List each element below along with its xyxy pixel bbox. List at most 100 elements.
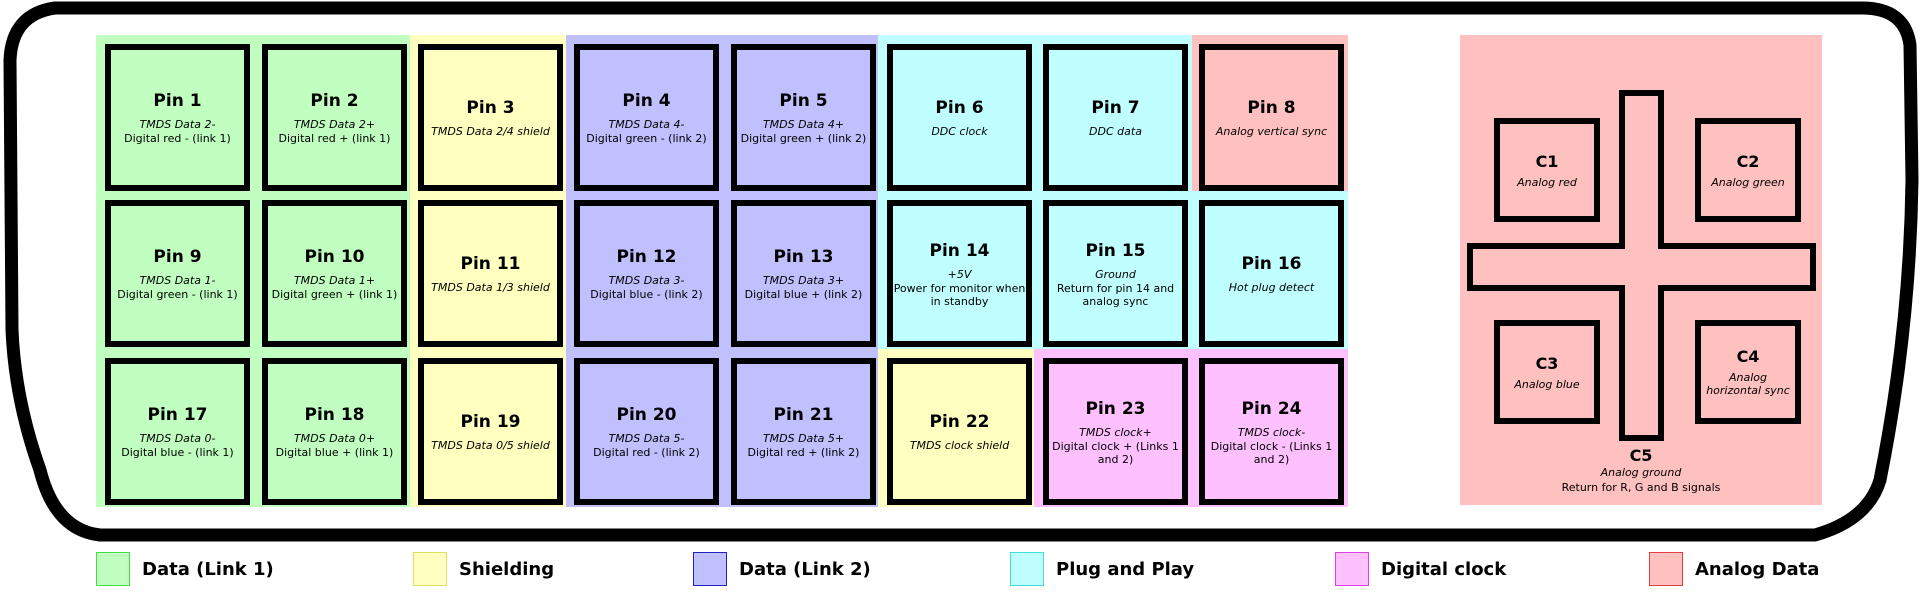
pin-16: Pin 16 Hot plug detect <box>1199 200 1344 347</box>
pin-signal: TMDS Data 5+ <box>762 432 845 445</box>
legend-swatch <box>1649 552 1683 586</box>
pin-signal: +5V <box>947 267 972 281</box>
legend-swatch <box>413 552 447 586</box>
band-shield-col3 <box>410 35 566 507</box>
legend-label: Data (Link 1) <box>142 558 274 580</box>
pin-signal: TMDS Data 1/3 shield <box>431 280 550 294</box>
pin-description: Digital blue - (link 2) <box>590 288 703 301</box>
legend-swatch <box>693 552 727 586</box>
pin-6: Pin 6 DDC clock <box>887 44 1032 191</box>
pin-title: Pin 10 <box>304 247 365 267</box>
legend-shielding: Shielding <box>413 551 554 587</box>
pin-21: Pin 21 TMDS Data 5+ Digital red + (link … <box>731 358 876 505</box>
pin-23: Pin 23 TMDS clock+ Digital clock + (Link… <box>1043 358 1188 505</box>
pin-description: Digital red + (link 1) <box>278 132 391 145</box>
pin-1: Pin 1 TMDS Data 2- Digital red - (link 1… <box>105 44 250 191</box>
pin-3: Pin 3 TMDS Data 2/4 shield <box>418 44 563 191</box>
pin-title: Pin 5 <box>779 91 828 111</box>
pin-description: Digital red - (link 2) <box>593 446 700 459</box>
pin-title: Pin 21 <box>773 405 834 425</box>
contact-c2: C2 Analog green <box>1695 118 1801 222</box>
pin-title: Pin 12 <box>616 247 677 267</box>
legend-analog-data: Analog Data <box>1649 551 1819 587</box>
pin-description: Digital green + (link 1) <box>271 288 398 301</box>
contact-signal: Analog blue <box>1514 377 1580 391</box>
pin-signal: TMDS Data 0/5 shield <box>431 438 550 452</box>
contact-c1: C1 Analog red <box>1494 118 1600 222</box>
contact-c3: C3 Analog blue <box>1494 320 1600 424</box>
pin-description: Digital green - (link 1) <box>117 288 238 301</box>
pin-signal: TMDS Data 2/4 shield <box>431 124 550 138</box>
pin-7: Pin 7 DDC data <box>1043 44 1188 191</box>
pin-9: Pin 9 TMDS Data 1- Digital green - (link… <box>105 200 250 347</box>
band-clock <box>1034 349 1348 507</box>
legend-label: Digital clock <box>1381 558 1507 580</box>
contact-signal: Analog ground <box>1600 466 1682 479</box>
contact-title: C4 <box>1736 347 1760 366</box>
pin-title: Pin 1 <box>153 91 202 111</box>
pin-signal: TMDS Data 2+ <box>293 118 376 131</box>
pin-title: Pin 17 <box>147 405 208 425</box>
pin-signal: TMDS Data 0+ <box>293 432 376 445</box>
pin-signal: TMDS Data 0- <box>139 432 216 445</box>
pin-18: Pin 18 TMDS Data 0+ Digital blue + (link… <box>262 358 407 505</box>
legend-swatch <box>1010 552 1044 586</box>
pin-title: Pin 19 <box>460 411 521 432</box>
pin-title: Pin 13 <box>773 247 834 267</box>
pin-14: Pin 14 +5V Power for monitor when in sta… <box>887 200 1032 347</box>
pin-title: Pin 20 <box>616 405 677 425</box>
pin-signal: TMDS Data 4+ <box>762 118 845 131</box>
pin-signal: Analog vertical sync <box>1215 124 1328 138</box>
pin-19: Pin 19 TMDS Data 0/5 shield <box>418 358 563 505</box>
pin-title: Pin 14 <box>929 240 990 261</box>
contact-description: Return for R, G and B signals <box>1561 481 1721 494</box>
pin-title: Pin 18 <box>304 405 365 425</box>
contact-title: C1 <box>1535 151 1559 171</box>
pin-description: Power for monitor when in standby <box>893 281 1026 308</box>
pin-title: Pin 2 <box>310 91 359 111</box>
pin-description: Digital blue - (link 1) <box>121 446 234 459</box>
pin-signal: TMDS Data 1+ <box>293 274 376 287</box>
pin-signal: TMDS Data 3+ <box>762 274 845 287</box>
pin-title: Pin 3 <box>466 97 515 118</box>
pin-title: Pin 9 <box>153 247 202 267</box>
pin-20: Pin 20 TMDS Data 5- Digital red - (link … <box>574 358 719 505</box>
pin-signal: DDC data <box>1089 124 1142 138</box>
pin-signal: TMDS Data 1- <box>139 274 216 287</box>
legend-data-link1: Data (Link 1) <box>96 551 274 587</box>
pin-15: Pin 15 Ground Return for pin 14 and anal… <box>1043 200 1188 347</box>
pin-title: Pin 22 <box>929 411 990 432</box>
legend-swatch <box>96 552 130 586</box>
pin-signal: TMDS clock+ <box>1079 425 1152 439</box>
pin-signal: DDC clock <box>931 124 988 138</box>
pin-signal: TMDS Data 2- <box>139 118 216 131</box>
contact-title: C5 <box>1629 446 1653 465</box>
pin-description: Digital blue + (link 2) <box>744 288 863 301</box>
legend-digital-clock: Digital clock <box>1335 551 1506 587</box>
contact-signal: Analog horizontal sync <box>1706 371 1790 397</box>
band-data-link2 <box>566 35 878 507</box>
contact-c5-label: C5 Analog ground Return for R, G and B s… <box>1460 446 1822 495</box>
pin-signal: Ground <box>1095 267 1136 281</box>
pin-signal: TMDS clock- <box>1237 425 1306 439</box>
contact-title: C3 <box>1535 353 1559 373</box>
pin-description: Digital red - (link 1) <box>124 132 231 145</box>
pin-title: Pin 16 <box>1241 253 1302 274</box>
pin-22: Pin 22 TMDS clock shield <box>887 358 1032 505</box>
pin-5: Pin 5 TMDS Data 4+ Digital green + (link… <box>731 44 876 191</box>
pin-title: Pin 11 <box>460 253 521 274</box>
legend-label: Plug and Play <box>1056 558 1195 580</box>
pin-11: Pin 11 TMDS Data 1/3 shield <box>418 200 563 347</box>
pin-17: Pin 17 TMDS Data 0- Digital blue - (link… <box>105 358 250 505</box>
legend-label: Data (Link 2) <box>739 558 871 580</box>
legend-plug-and-play: Plug and Play <box>1010 551 1194 587</box>
pin-description: Digital green + (link 2) <box>740 132 867 145</box>
band-pnp-rows12 <box>878 35 1192 191</box>
pin-2: Pin 2 TMDS Data 2+ Digital red + (link 1… <box>262 44 407 191</box>
pin-title: Pin 24 <box>1241 398 1302 419</box>
pin-title: Pin 8 <box>1247 97 1296 118</box>
pin-12: Pin 12 TMDS Data 3- Digital blue - (link… <box>574 200 719 347</box>
legend-swatch <box>1335 552 1369 586</box>
